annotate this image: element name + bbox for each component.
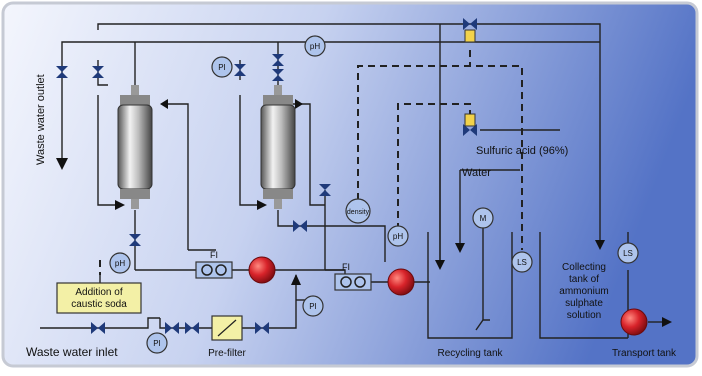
ion-exchange-column-right xyxy=(260,85,296,209)
flow-indicator-left: FI xyxy=(195,250,233,279)
pi-right-label: PI xyxy=(309,302,317,311)
control-lines xyxy=(99,50,523,275)
caustic-soda-box xyxy=(56,282,142,314)
collecting-label-5: solution xyxy=(567,310,601,321)
valves xyxy=(56,18,477,334)
ph-mid-label: pH xyxy=(393,232,403,241)
ls-collecting-label: LS xyxy=(623,249,633,258)
diagram-frame xyxy=(1,1,699,368)
ls-recycling-label: LS xyxy=(517,258,527,267)
collecting-label-4: sulphate xyxy=(565,298,603,309)
pump-middle xyxy=(387,268,415,296)
transport-tank-label: Transport tank xyxy=(612,348,677,359)
ion-exchange-column-left xyxy=(117,85,153,209)
ph-left-label: pH xyxy=(115,259,125,268)
water-label: Water xyxy=(462,167,491,179)
recycling-tank-label: Recycling tank xyxy=(437,348,503,359)
control-valve-actuator-top xyxy=(464,29,476,43)
flow-indicator-right: FI xyxy=(334,262,372,291)
collecting-label-3: ammonium xyxy=(559,286,608,297)
motor-label: M xyxy=(480,214,487,223)
sulfuric-acid-label: Sulfuric acid (96%) xyxy=(476,145,568,157)
instrument-labels: pH PI pH density pH PI PI M LS LS xyxy=(115,42,633,348)
pump-transport xyxy=(620,308,648,336)
control-valve-actuator-acid xyxy=(464,113,476,127)
flow-arrows xyxy=(56,99,672,327)
caustic-label-line2: caustic soda xyxy=(71,299,127,310)
pre-filter xyxy=(211,315,243,341)
pump-left xyxy=(248,256,276,284)
ph-top-label: pH xyxy=(310,42,320,51)
fi-left-label: FI xyxy=(210,250,218,260)
pi-inlet-label: PI xyxy=(153,339,161,348)
collecting-label-2: tank of xyxy=(569,274,599,285)
caustic-label-line1: Addition of xyxy=(75,287,122,298)
pi-top-label: PI xyxy=(218,63,226,72)
piping xyxy=(40,23,662,339)
prefilter-label: Pre-filter xyxy=(208,348,246,359)
collecting-label-1: Collecting xyxy=(562,262,606,273)
waste-water-outlet-label: Waste water outlet xyxy=(35,74,47,165)
instrument-circles xyxy=(109,35,639,354)
waste-water-inlet-label: Waste water inlet xyxy=(26,345,118,359)
density-label: density xyxy=(347,209,370,216)
fi-right-label: FI xyxy=(342,262,350,272)
